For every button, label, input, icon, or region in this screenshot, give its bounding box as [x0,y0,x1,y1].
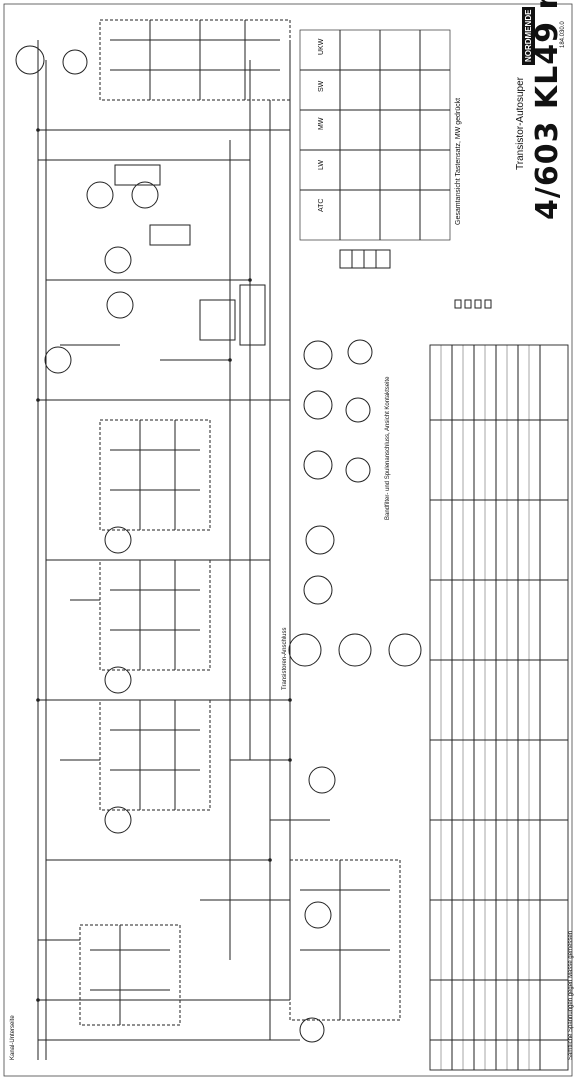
table-footnote: Sämtliche Spannungen gegen Masse gemesse… [568,930,574,1060]
part-number: 184.030.0 [560,21,566,48]
key-label-atc: ATC [318,198,325,212]
band-switch-caption: Gesamtansicht Tastensatz, MW gedrückt [455,97,462,225]
key-label-sw: SW [318,80,325,92]
chassis-underside-note: Kanal-Unterseite [10,1015,16,1060]
key-label-lw: LW [318,160,325,170]
key-label-ukw: UKW [318,38,325,55]
transistor-connection-caption: Transistoren-Anschluss [282,627,288,690]
key-label-mw: MW [318,117,325,130]
model-subtitle: Transistor-Autosuper [515,77,526,170]
filter-connection-caption: Bandfilter- und Spulenanschluss, Ansicht… [385,376,391,520]
